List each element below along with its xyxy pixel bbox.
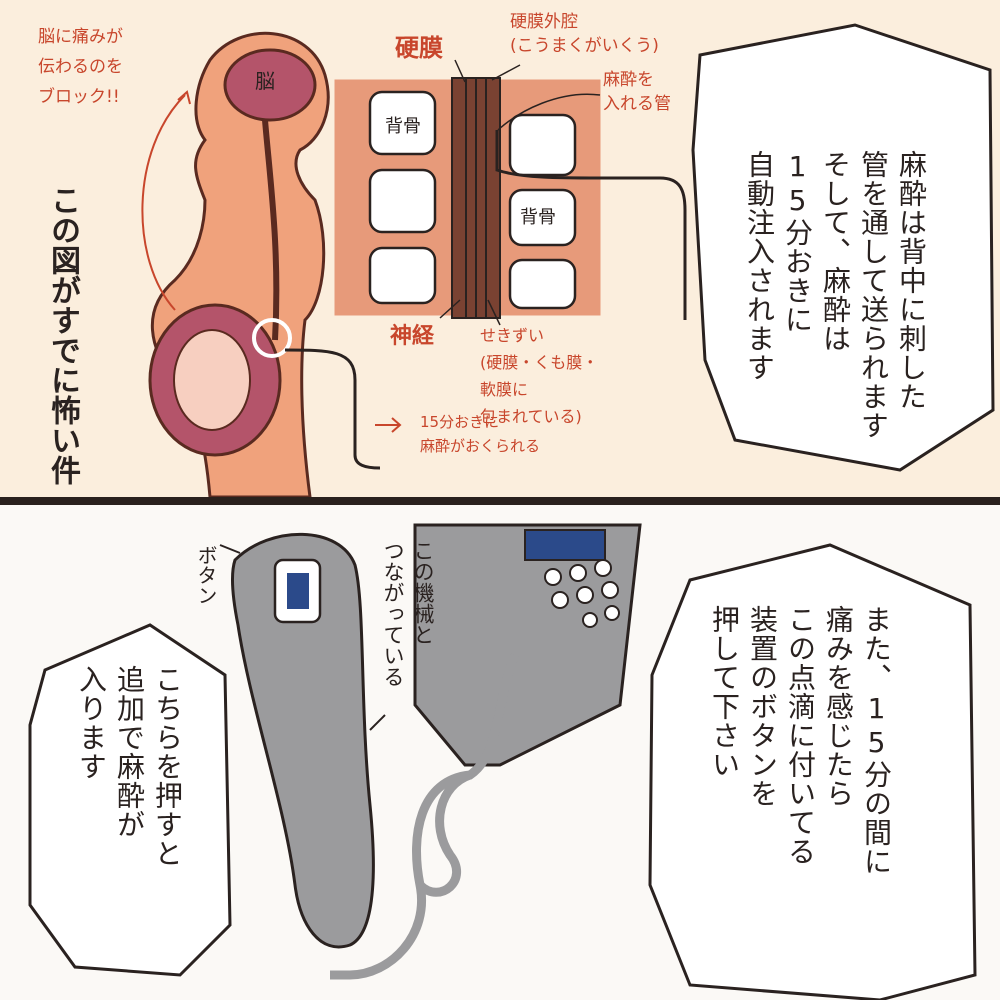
button-blue xyxy=(287,573,309,609)
handheld-button-icon xyxy=(230,532,375,949)
bone-right-3 xyxy=(508,258,577,310)
bone-right-1 xyxy=(508,113,577,177)
epidural-space-label: 硬膜外腔 (こうまくがいくう) xyxy=(510,12,659,56)
button-label: ボタン xyxy=(194,545,218,605)
bone-left-1 xyxy=(368,90,437,156)
catheter-label: 麻酔を 入れる管 xyxy=(603,70,671,114)
bone-label-2: 背骨 xyxy=(520,207,556,228)
catheter-tube xyxy=(284,348,381,470)
speech-bubble-left xyxy=(28,623,232,977)
bone-left-2 xyxy=(368,168,437,234)
bone-right-2 xyxy=(508,188,577,247)
speech-bubble-right xyxy=(648,543,977,1000)
brain-note: 脳に痛みが 伝わるのを ブロック!! xyxy=(38,27,123,107)
pump-screen xyxy=(524,529,606,561)
side-comment: この図がすでに怖い件… xyxy=(45,185,80,497)
dura-label: 硬膜 xyxy=(395,34,443,62)
bubble-right-text: また、15分の間に 痛みを感じたら この点滴に付いてる 装置のボタンを 押して下… xyxy=(708,605,893,876)
bottom-panel: ボタン この機械と つながっている こちらを押すと 追加で麻酔が 入ります また… xyxy=(0,505,1000,1000)
arrow-icon xyxy=(141,94,186,311)
zoom-circle xyxy=(252,318,292,358)
brain-label: 脳 xyxy=(255,69,275,93)
bubble-left-text: こちらを押すと 追加で麻酔が 入ります xyxy=(75,665,184,868)
panel-divider xyxy=(0,497,1000,505)
connected-label: この機械と つながっている xyxy=(381,540,435,687)
nerve-label: 神経 xyxy=(390,324,435,349)
brain-icon xyxy=(223,48,317,122)
spinal-cord-label: せきずい (硬膜・くも膜・ 軟膜に 包まれている) xyxy=(480,326,599,426)
spinal-cord-line xyxy=(262,119,280,341)
pump-device-icon xyxy=(413,523,642,767)
bone-left-3 xyxy=(368,246,437,305)
catheter-in-spine xyxy=(495,130,687,320)
interval-note: 15分おきに 麻酔がおくられる xyxy=(420,413,541,455)
anatomy-illustration xyxy=(141,23,995,497)
device-illustration xyxy=(28,523,977,1000)
top-panel: 脳 脳に痛みが 伝わるのを ブロック!! 硬膜 硬膜外腔 (こうまくがいくう) … xyxy=(0,0,1000,497)
cable-icon xyxy=(330,653,520,980)
bone-label-1: 背骨 xyxy=(385,116,421,137)
bubble-top-text: 麻酔は背中に刺した 管を通して送られます そして、麻酔は 15分おきに 自動注入… xyxy=(743,150,928,440)
speech-bubble-top xyxy=(691,23,995,472)
fetus-icon xyxy=(173,329,251,431)
